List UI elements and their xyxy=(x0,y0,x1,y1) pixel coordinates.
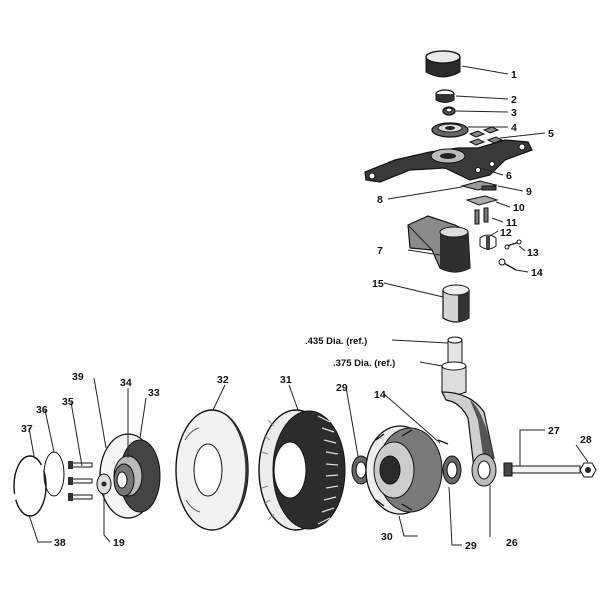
callout-26: 26 xyxy=(506,537,518,549)
callout-31: 31 xyxy=(280,374,292,386)
part-10-plate xyxy=(465,195,499,206)
callout-35: 35 xyxy=(62,396,74,408)
part-27-axle-bolt xyxy=(503,462,581,477)
callout-15: 15 xyxy=(372,278,384,290)
part-5-blocks xyxy=(468,126,504,146)
part-19-washer xyxy=(96,473,112,495)
callout-14-hub: 14 xyxy=(374,389,386,401)
part-11-pins xyxy=(474,207,489,225)
part-31-tire xyxy=(258,409,346,531)
callout-12: 12 xyxy=(500,227,512,239)
part-7-fork-housing xyxy=(407,215,471,273)
callout-9: 9 xyxy=(526,186,532,198)
part-15-sleeve xyxy=(442,284,470,323)
callout-32: 32 xyxy=(217,374,229,386)
part-axle-arm xyxy=(441,336,497,487)
callout-2: 2 xyxy=(511,94,517,106)
part-30-hub xyxy=(365,425,443,515)
part-2-nut xyxy=(435,89,455,103)
callout-14: 14 xyxy=(531,267,543,279)
callout-29-left: 29 xyxy=(336,382,348,394)
callout-37: 37 xyxy=(21,423,33,435)
dimension-435-dia: .435 Dia. (ref.) xyxy=(305,336,367,347)
leader-lines xyxy=(28,65,589,546)
callout-30: 30 xyxy=(381,531,393,543)
dimension-375-dia: .375 Dia. (ref.) xyxy=(333,358,395,369)
callout-6: 6 xyxy=(506,170,512,182)
part-1-dust-cap xyxy=(425,50,461,78)
callout-34: 34 xyxy=(120,377,132,389)
part-12-clip xyxy=(479,234,497,250)
callout-labels: 1 2 3 4 5 6 7 8 9 10 11 12 13 14 15 14 1… xyxy=(21,69,592,552)
callout-33: 33 xyxy=(148,387,160,399)
part-36-washer xyxy=(43,451,65,497)
part-9-pins xyxy=(460,180,498,191)
callout-39: 39 xyxy=(72,371,84,383)
part-13-link xyxy=(504,239,522,250)
callout-19: 19 xyxy=(113,537,125,549)
callout-38: 38 xyxy=(54,537,66,549)
part-29-bearing-right xyxy=(442,455,462,485)
callout-36: 36 xyxy=(36,404,48,416)
part-14-screw-top xyxy=(498,258,517,271)
part-4-race xyxy=(431,122,469,138)
part-37-snap-ring xyxy=(13,455,47,517)
callout-8: 8 xyxy=(377,194,383,206)
part-28-axle-nut xyxy=(579,462,597,478)
part-32-tire-smooth xyxy=(175,409,249,531)
callout-11: 11 xyxy=(506,217,517,229)
callout-3: 3 xyxy=(511,107,517,119)
callout-10: 10 xyxy=(513,202,525,214)
callout-27: 27 xyxy=(548,425,560,437)
callout-7: 7 xyxy=(377,245,383,257)
callout-28: 28 xyxy=(580,434,592,446)
callout-13: 13 xyxy=(527,247,539,259)
part-3-bearing xyxy=(442,106,456,116)
callout-29-right: 29 xyxy=(465,540,477,552)
part-14-screw-hub xyxy=(437,439,449,445)
part-35-bolts xyxy=(68,461,93,501)
callout-4: 4 xyxy=(511,122,517,134)
part-34-hub-plate xyxy=(113,463,135,497)
callout-1: 1 xyxy=(511,69,517,81)
callout-5: 5 xyxy=(548,128,554,140)
